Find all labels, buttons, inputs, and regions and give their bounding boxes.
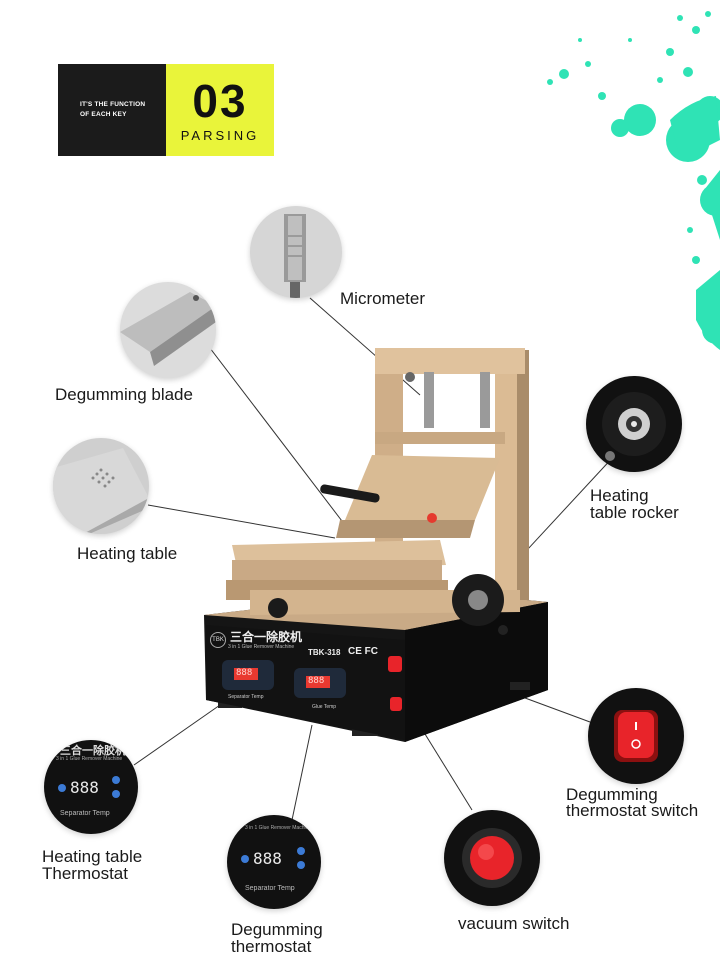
label-degumming-thermostat-switch-line2: thermostat switch: [566, 801, 699, 820]
set-button-icon: [58, 784, 66, 792]
label-heating-table-thermostat-line1: Heating table: [42, 847, 143, 866]
machine-label-right: Glue Temp: [312, 704, 337, 710]
heating-table-rocker-detail-circle: [586, 376, 682, 472]
machine-panel-model: TBK-318: [308, 648, 341, 657]
degumming-thermostat-switch-detail-circle: [588, 688, 684, 784]
heating-table-thermostat-detail-circle: 三合一除胶机 3 in 1 Glue Remover Machine 888 S…: [44, 740, 138, 834]
zoom-thermostat-display: 888: [70, 778, 99, 797]
red-rocker-switch-icon: [614, 710, 658, 762]
heating-table-icon: [53, 448, 149, 534]
degumming-blade-icon: [120, 292, 216, 366]
label-degumming-thermostat-line1: Degumming: [231, 920, 323, 939]
badge-caption-line2: OF EACH KEY: [80, 111, 127, 118]
label-heating-table-rocker-line1: Heating: [590, 486, 649, 505]
badge-number-block: 03 PARSING: [166, 64, 274, 156]
badge-caption-line1: IT'S THE FUNCTION: [80, 101, 146, 108]
set-button-icon: [241, 855, 249, 863]
zoom-thermostat-label: Separator Temp: [60, 810, 110, 817]
label-degumming-thermostat-line2: thermostat: [231, 937, 312, 956]
rocker-knob-icon: [602, 392, 666, 461]
zoom-thermostat-title-cn: 三合一除胶机: [60, 745, 126, 757]
vacuum-switch-detail-circle: [444, 810, 540, 906]
zoom-degumming-display: 888: [253, 849, 282, 868]
down-arrow-icon: [112, 790, 120, 798]
down-arrow-icon: [297, 861, 305, 869]
badge-caption: IT'S THE FUNCTION OF EACH KEY: [58, 64, 166, 156]
zoom-degumming-title-en: 3 in 1 Glue Remover Machine: [245, 825, 312, 831]
degumming-thermostat-detail-circle: 3 in 1 Glue Remover Machine 888 Separato…: [227, 815, 321, 909]
red-push-button-icon: [462, 828, 522, 888]
paint-splash-decoration: [547, 11, 720, 350]
machine-panel-logo: TBK: [210, 632, 226, 648]
label-vacuum-switch: vacuum switch: [458, 914, 570, 933]
machine-display-right: 888: [308, 676, 325, 686]
label-degumming-blade: Degumming blade: [55, 385, 193, 404]
zoom-thermostat-title-en: 3 in 1 Glue Remover Machine: [56, 756, 123, 762]
heating-table-detail-circle: [53, 438, 149, 534]
label-micrometer: Micrometer: [340, 289, 426, 308]
section-badge: IT'S THE FUNCTION OF EACH KEY 03 PARSING: [58, 64, 274, 156]
badge-subtitle: PARSING: [180, 127, 260, 143]
panel-brand: TBK: [212, 637, 224, 643]
label-heating-table: Heating table: [77, 544, 178, 563]
machine-panel-subtitle: 3 in 1 Glue Remover Machine: [228, 644, 295, 650]
label-degumming-thermostat-switch-line1: Degumming: [566, 785, 658, 804]
machine-panel-certs: CE FC: [348, 646, 378, 657]
up-arrow-icon: [112, 776, 120, 784]
zoom-degumming-label: Separator Temp: [245, 885, 295, 892]
machine-label-left: Separator Temp: [228, 694, 264, 700]
micrometer-detail-circle: [250, 206, 342, 298]
machine-display-left: 888: [236, 668, 253, 678]
machine-panel-title: 三合一除胶机: [230, 630, 303, 644]
badge-number: 03: [192, 74, 248, 127]
up-arrow-icon: [297, 847, 305, 855]
degumming-blade-detail-circle: [120, 282, 216, 378]
label-heating-table-thermostat-line2: Thermostat: [42, 864, 128, 883]
label-heating-table-rocker-line2: table rocker: [590, 503, 679, 522]
micrometer-icon: [284, 214, 306, 298]
